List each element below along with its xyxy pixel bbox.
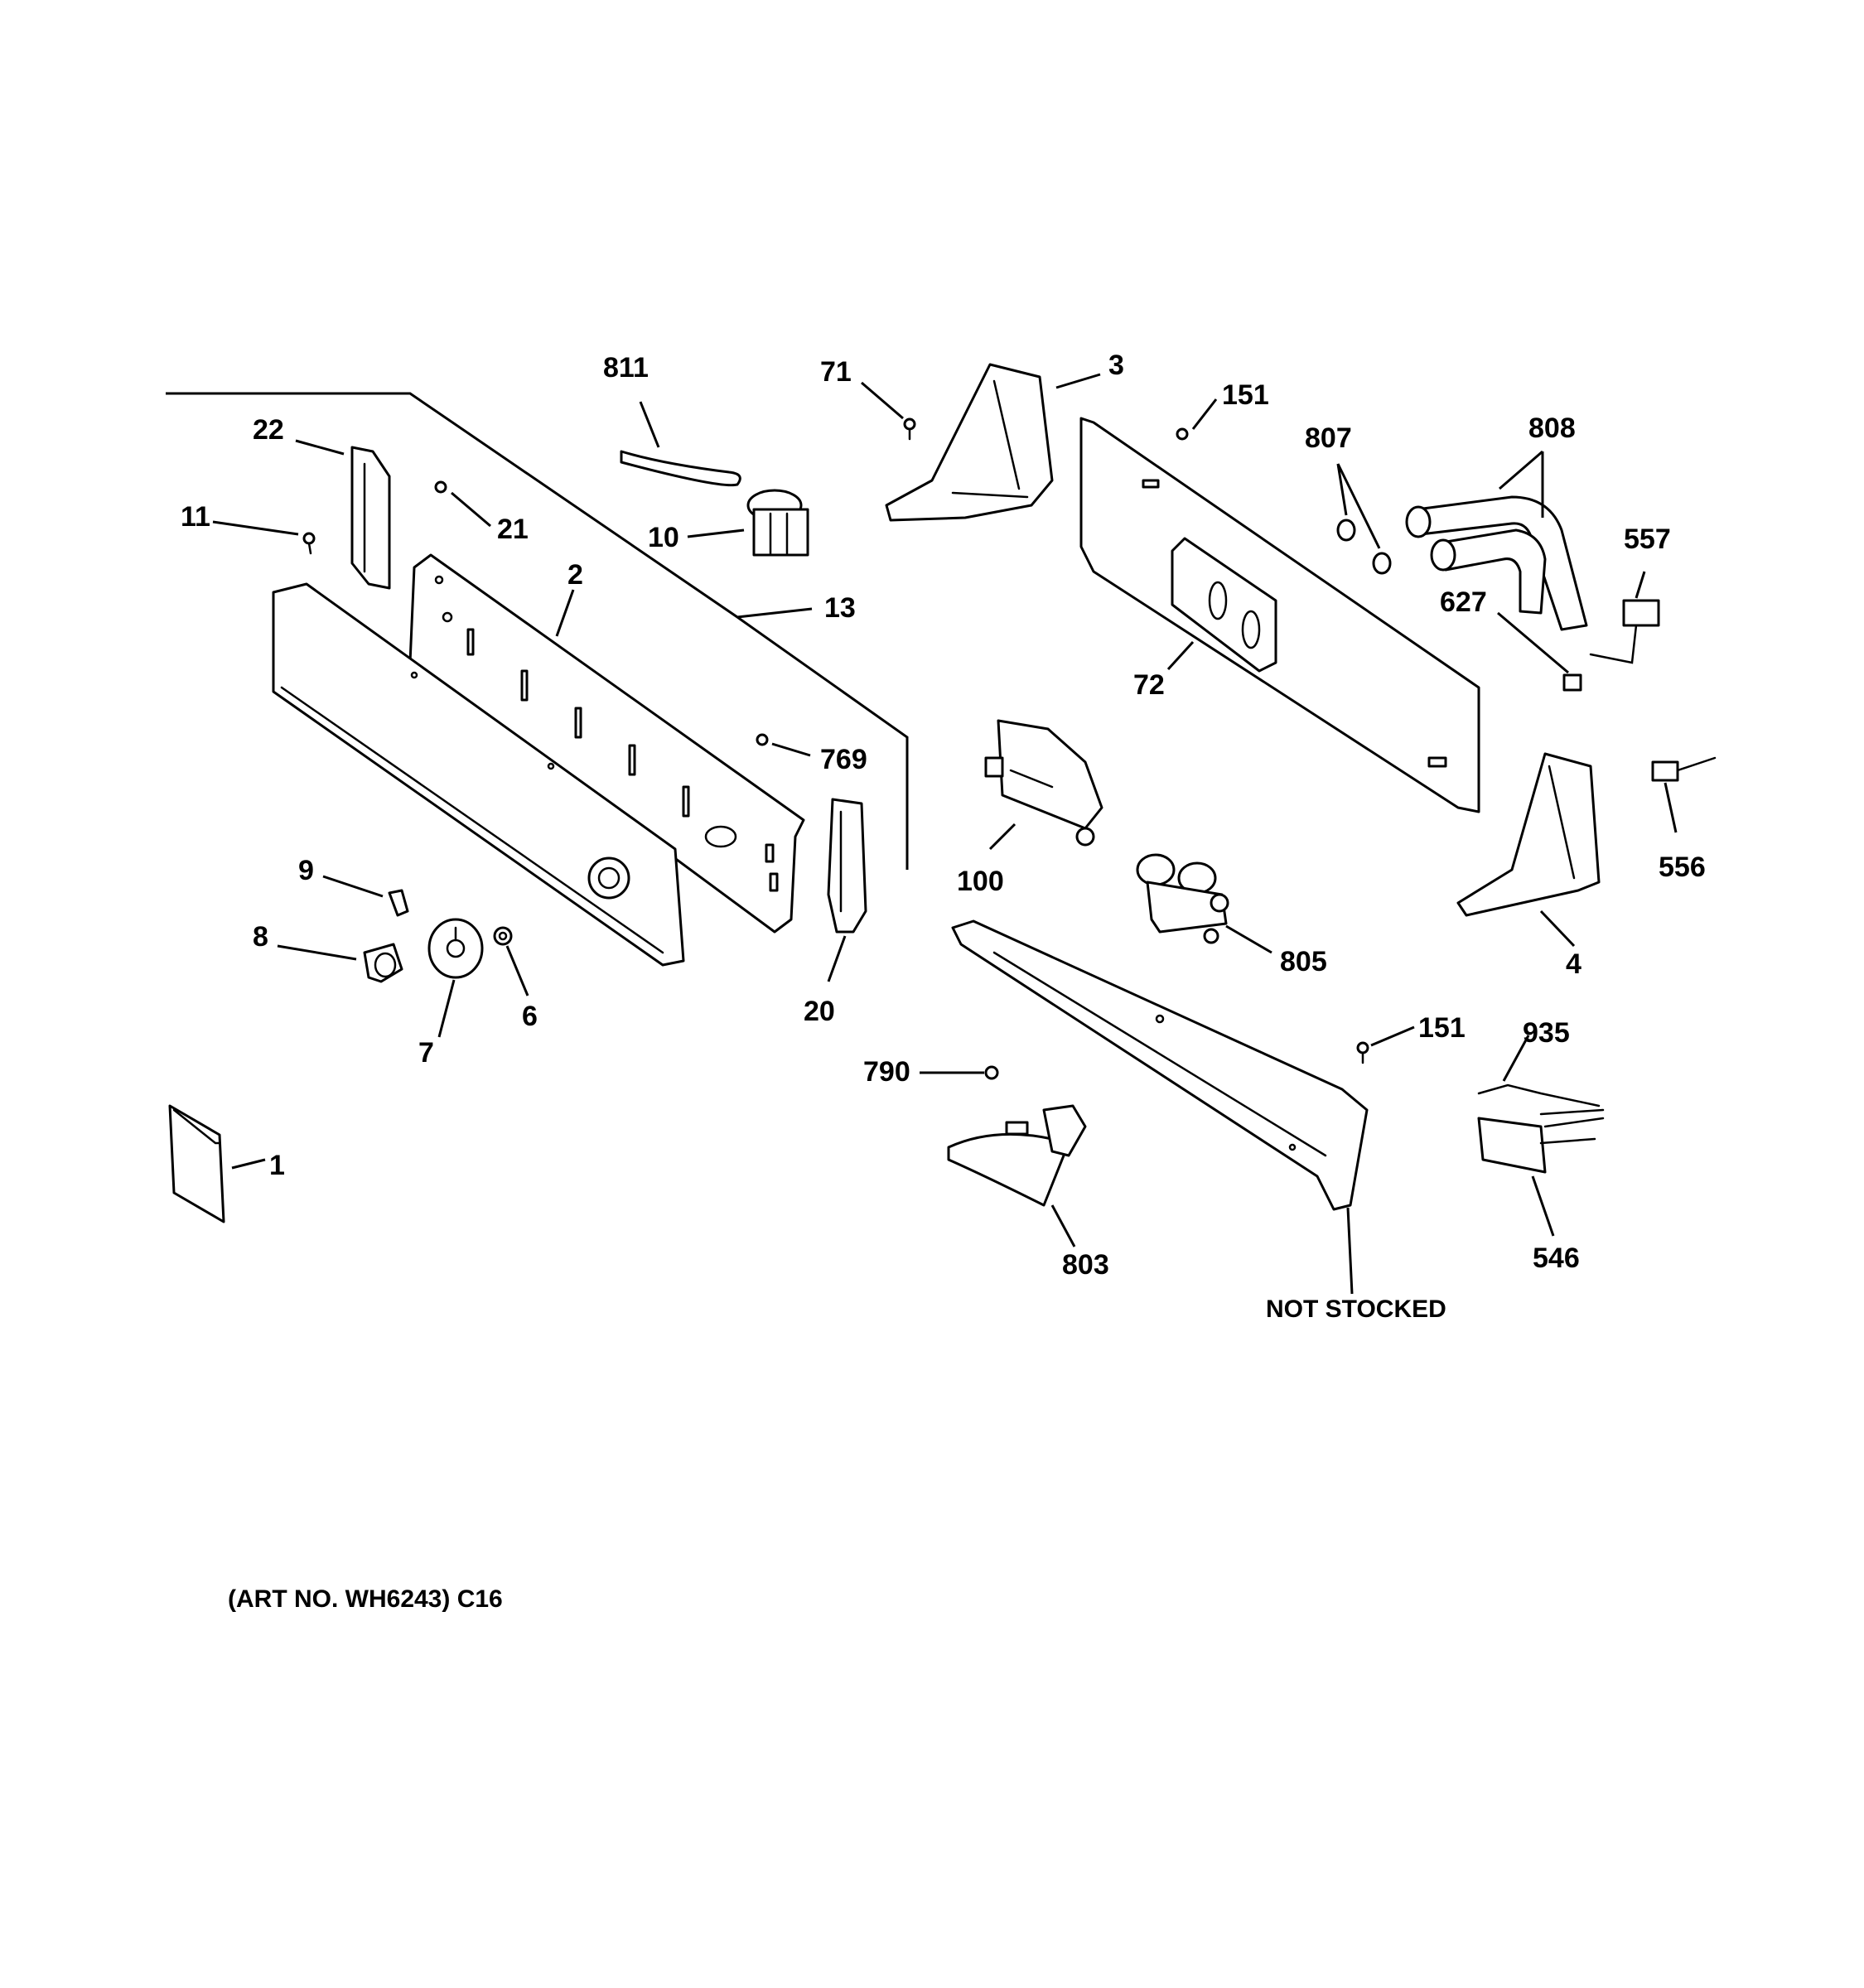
not-stocked-note: NOT STOCKED (1266, 1296, 1446, 1323)
callout-9: 9 (298, 855, 314, 886)
part-72-rear-panel (1079, 417, 1480, 813)
part-808-fill-hoses (1405, 495, 1588, 631)
callout-3: 3 (1108, 350, 1124, 381)
part-790-clamp (984, 1065, 999, 1080)
part-9-clip (388, 889, 409, 917)
callout-13: 13 (824, 592, 856, 624)
callout-811: 811 (603, 352, 649, 384)
part-935-wire (1477, 1083, 1601, 1107)
part-807-washers (1336, 519, 1392, 575)
part-803-dispenser (947, 1104, 1087, 1207)
callout-11: 11 (181, 501, 210, 533)
callout-72: 72 (1133, 669, 1165, 701)
part-4-side-bracket (1456, 752, 1601, 917)
part-20-end-cap (827, 798, 867, 934)
part-805-water-valve (1136, 853, 1229, 944)
callout-1: 1 (269, 1150, 285, 1181)
front-panel-fascia (272, 582, 685, 967)
callout-71: 71 (820, 356, 852, 388)
part-22-end-cap (350, 446, 391, 590)
callout-7: 7 (418, 1037, 434, 1069)
callout-151-lower: 151 (1418, 1012, 1466, 1044)
callout-2: 2 (567, 559, 583, 591)
leader-lines (212, 373, 1678, 1295)
callout-151-upper: 151 (1222, 379, 1269, 411)
part-557-harness (1589, 599, 1660, 664)
part-100-timer (984, 719, 1103, 847)
callout-10: 10 (648, 522, 679, 553)
base-tray-not-stocked (951, 919, 1369, 1211)
callout-6: 6 (522, 1001, 538, 1032)
callout-labels: 811 71 3 151 807 808 22 21 11 10 2 13 55… (181, 350, 1706, 1613)
callout-790: 790 (863, 1056, 910, 1088)
part-811-hose (620, 450, 741, 487)
callout-805: 805 (1280, 946, 1327, 977)
part-546-terminal-block (1477, 1108, 1605, 1174)
callout-546: 546 (1533, 1242, 1580, 1274)
part-8-knob (363, 943, 403, 983)
callout-627: 627 (1440, 586, 1487, 618)
part-7-dial (427, 918, 484, 979)
part-11-screw (302, 532, 316, 555)
part-10-pressure-switch (746, 489, 809, 557)
callout-935: 935 (1523, 1017, 1570, 1049)
callout-557: 557 (1624, 524, 1671, 555)
callout-769: 769 (820, 744, 867, 775)
callout-22: 22 (253, 414, 284, 446)
part-71-screw (903, 417, 916, 441)
callout-803: 803 (1062, 1249, 1109, 1281)
part-627-clip (1562, 673, 1582, 692)
art-number-caption: (ART NO. WH6243) C16 (228, 1585, 503, 1613)
callout-807: 807 (1305, 422, 1352, 454)
callout-556: 556 (1659, 852, 1706, 883)
callout-100: 100 (957, 866, 1004, 897)
part-3-side-bracket (885, 363, 1054, 522)
part-6-nut (493, 926, 513, 946)
part-556-connector (1651, 756, 1717, 782)
part-151-screw-upper (1176, 427, 1189, 441)
part-1-envelope (168, 1104, 225, 1223)
callout-4: 4 (1566, 948, 1582, 980)
callout-20: 20 (804, 996, 835, 1027)
part-21-screw (434, 480, 447, 494)
callout-808: 808 (1528, 413, 1576, 444)
part-151-screw-lower (1356, 1041, 1369, 1064)
part-769-screw (756, 733, 769, 746)
callout-8: 8 (253, 921, 268, 953)
callout-21: 21 (497, 514, 529, 545)
